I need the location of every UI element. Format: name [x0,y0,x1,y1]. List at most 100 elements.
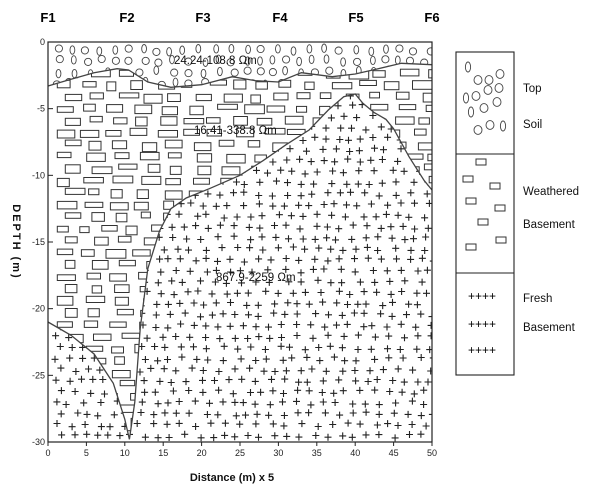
fresh-plus-symbol [356,158,364,166]
fresh-plus-symbol [420,386,428,394]
fresh-plus-symbol [57,101,64,109]
weathered-rect-symbol [371,213,383,222]
fresh-plus-symbol [397,320,405,328]
fresh-plus-symbol [246,244,254,252]
fresh-plus-symbol [427,156,432,164]
fresh-plus-symbol [83,430,91,438]
fresh-plus-symbol [164,324,172,332]
fresh-plus-symbol [259,246,267,254]
fresh-plus-symbol [197,277,204,285]
fresh-plus-symbol [384,201,392,209]
fresh-plus-symbol [83,158,91,166]
fresh-plus-symbol [348,124,355,132]
top-soil-oval-symbol [268,68,277,77]
fresh-plus-symbol [341,357,349,365]
fresh-plus-symbol [320,265,328,273]
fresh-plus-symbol [282,255,290,262]
fresh-plus-symbol [349,101,357,109]
fresh-plus-symbol [285,278,293,286]
fresh-plus-symbol [129,268,137,276]
fresh-plus-symbol [284,192,292,199]
fresh-plus-symbol [151,180,159,188]
weathered-rect-symbol [395,116,415,125]
weathered-rect-symbol [370,103,389,111]
fresh-plus-symbol [294,409,302,417]
weathered-rect-symbol [264,127,286,135]
fresh-plus-symbol [264,169,271,177]
fresh-plus-symbol [175,398,183,405]
legend-label-top: Top [523,83,542,95]
fresh-plus-symbol [410,135,418,143]
fresh-plus-symbol [344,301,351,308]
fresh-plus-symbol [119,168,127,176]
fresh-plus-symbol [255,255,263,263]
top-soil-oval-symbol [341,76,347,86]
fresh-plus-symbol [102,288,110,296]
station-label-f5: F5 [348,10,363,25]
fresh-plus-symbol [301,346,309,354]
fresh-plus-symbol [231,398,239,406]
fresh-plus-symbol [252,323,260,331]
fresh-plus-symbol [164,356,171,363]
weathered-rect-symbol [136,189,149,200]
fresh-plus-symbol [211,377,218,384]
fresh-plus-symbol [240,181,248,188]
fresh-plus-symbol [367,200,375,208]
weathered-rect-symbol [89,115,103,123]
fresh-plus-symbol [147,124,155,132]
weathered-resistivity-label: 16.41-338.8 Ωm [194,125,277,137]
fresh-plus-symbol [131,290,139,298]
legend-label-weathered: Weathered [523,186,579,198]
fresh-plus-symbol [190,343,197,351]
weathered-rect-symbol [289,187,310,195]
top-soil-oval-symbol [420,58,429,67]
weathered-rect-symbol [353,428,364,436]
fresh-plus-symbol [298,420,306,428]
weathered-rect-symbol [107,415,124,425]
fresh-plus-symbol [352,377,360,385]
fresh-plus-symbol [344,419,352,427]
fresh-plus-symbol [343,201,350,209]
fresh-plus-symbol [371,278,379,286]
fresh-plus-symbol [392,399,400,407]
fresh-plus-symbol [185,387,193,394]
fresh-plus-symbol [53,94,61,101]
fresh-plus-symbol [119,178,127,186]
fresh-plus-symbol [314,423,322,430]
fresh-plus-symbol [238,375,246,383]
fresh-plus-symbol [354,346,362,353]
fresh-plus-symbol [389,166,397,174]
weathered-rect-symbol [64,68,79,79]
fresh-plus-symbol [386,277,394,285]
fresh-plus-symbol [271,432,279,440]
weathered-rect-symbol [82,81,97,88]
fresh-plus-symbol [318,389,326,396]
fresh-plus-symbol [170,157,178,165]
weathered-rect-symbol [342,284,364,292]
fresh-plus-symbol [94,159,102,167]
fresh-plus-symbol [114,82,121,89]
fresh-plus-symbol [136,368,144,376]
legend-oval-symbol [479,103,489,113]
fresh-plus-symbol [406,431,413,438]
weathered-rect-symbol [140,211,151,219]
fresh-plus-symbol [53,398,61,406]
fresh-plus-symbol [84,212,92,219]
fresh-plus-symbol [327,279,335,287]
weathered-rect-symbol [319,92,332,100]
fresh-plus-symbol [392,244,400,252]
weathered-rect-symbol [166,284,187,291]
fresh-plus-symbol [337,265,345,273]
fresh-plus-symbol [293,300,301,308]
top-soil-oval-symbol [69,45,76,55]
fresh-plus-symbol [98,232,106,240]
fresh-plus-symbol [391,94,399,97]
fresh-plus-symbol [80,399,88,407]
top-soil-oval-symbol [256,67,265,76]
fresh-plus-symbol [207,419,215,427]
fresh-plus-symbol [117,266,125,274]
fresh-plus-symbol [269,420,277,428]
top-soil-oval-symbol [256,44,265,54]
weathered-rect-symbol [295,370,313,377]
fresh-plus-symbol [234,94,242,100]
